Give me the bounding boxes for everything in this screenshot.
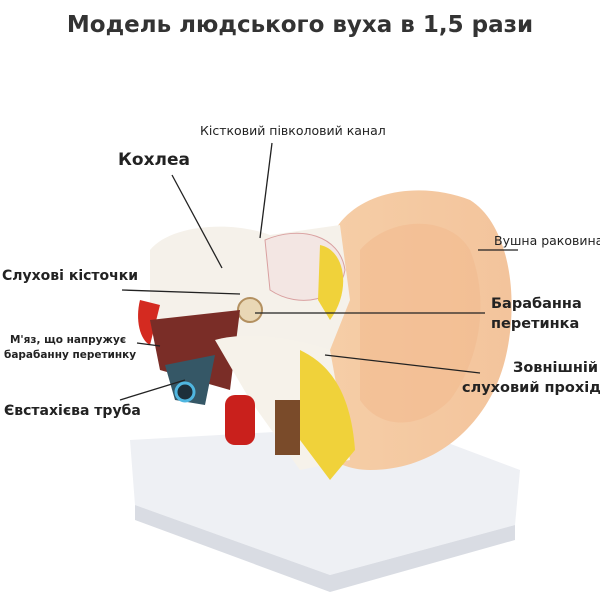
label-eardrum-line1: Барабанна — [491, 296, 582, 312]
leader-lines — [119, 142, 518, 401]
label-ossicles: Слухові кісточки — [2, 268, 139, 284]
page-title: Модель людського вуха в 1,5 рази — [66, 12, 534, 38]
label-canal-line1: Зовнішній — [513, 360, 598, 376]
label-canal-line2: слуховий прохід — [462, 380, 600, 396]
label-tensor-tympani: М'яз, що напружує барабанну перетинку — [4, 333, 137, 363]
label-semicircular-canal: Кістковий півколовий канал — [200, 123, 386, 138]
model-base — [130, 425, 520, 592]
label-tensor-line2: барабанну перетинку — [4, 349, 137, 361]
label-auricle: Вушна раковина — [494, 233, 600, 248]
label-eustachian-tube: Євстахієва труба — [4, 403, 141, 419]
inner-ear-section — [138, 225, 355, 480]
label-eardrum-line2: перетинка — [491, 316, 580, 332]
label-external-canal: Зовнішній слуховий прохід — [462, 358, 600, 398]
label-eardrum: Барабанна перетинка — [491, 294, 582, 334]
label-tensor-line1: М'яз, що напружує — [9, 334, 127, 346]
label-cochlea: Кохлеа — [118, 150, 190, 170]
auricle-shape — [300, 190, 512, 471]
